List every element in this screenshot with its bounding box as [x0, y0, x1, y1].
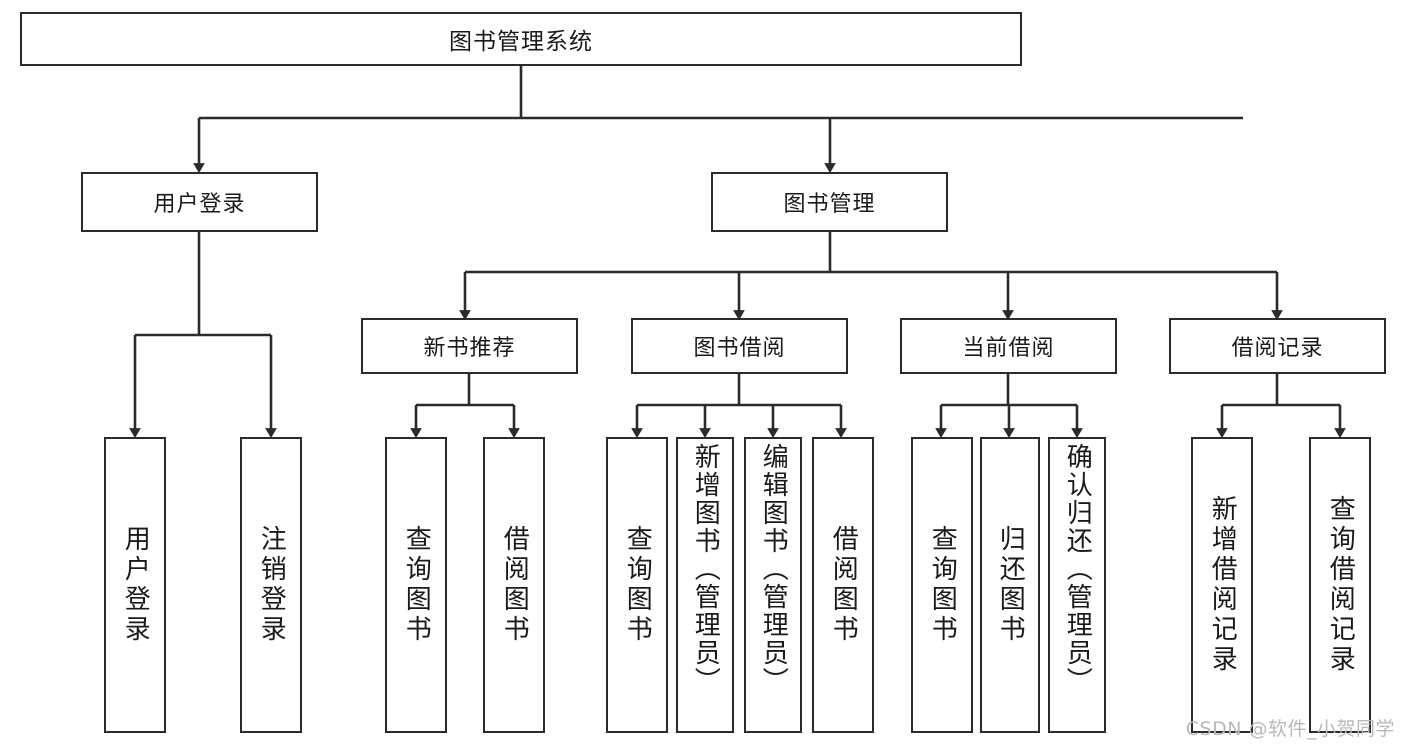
- node-new-book-rec-label: 新书推荐: [423, 336, 516, 361]
- node-current-borrow-label: 当前借阅: [962, 336, 1055, 361]
- node-borrow-record-label: 借阅记录: [1231, 336, 1324, 361]
- node-leaf-query-book-1-label: 查询图书: [401, 525, 432, 645]
- node-book-manage[interactable]: 图书管理: [711, 172, 948, 232]
- node-leaf-add-record-label: 新增借阅记录: [1207, 495, 1238, 675]
- node-book-manage-label: 图书管理: [783, 192, 876, 217]
- node-leaf-borrow-book-1-label: 借阅图书: [499, 525, 530, 645]
- node-leaf-query-record-label: 查询借阅记录: [1325, 495, 1356, 675]
- node-leaf-borrow-book-1[interactable]: 借阅图书: [483, 437, 545, 733]
- node-book-borrow[interactable]: 图书借阅: [631, 318, 848, 374]
- node-leaf-logout-label: 注销登录: [256, 525, 287, 645]
- node-leaf-return-book[interactable]: 归还图书: [980, 437, 1040, 733]
- node-leaf-user-login[interactable]: 用户登录: [104, 437, 166, 733]
- node-leaf-return-book-label: 归还图书: [995, 525, 1026, 645]
- node-leaf-query-book-2[interactable]: 查询图书: [606, 437, 668, 733]
- node-leaf-query-book-3[interactable]: 查询图书: [911, 437, 973, 733]
- node-leaf-confirm-return-admin-label: 确认归还（管理员）: [1062, 443, 1093, 695]
- node-user-login[interactable]: 用户登录: [81, 172, 318, 232]
- node-leaf-query-book-3-label: 查询图书: [927, 525, 958, 645]
- node-book-borrow-label: 图书借阅: [693, 336, 786, 361]
- node-leaf-add-book-admin[interactable]: 新增图书（管理员）: [676, 437, 734, 733]
- node-leaf-edit-book-admin-label: 编辑图书（管理员）: [758, 443, 789, 695]
- node-leaf-query-book-1[interactable]: 查询图书: [385, 437, 447, 733]
- node-leaf-user-login-label: 用户登录: [120, 525, 151, 645]
- node-leaf-add-record[interactable]: 新增借阅记录: [1191, 437, 1253, 733]
- node-leaf-logout[interactable]: 注销登录: [240, 437, 302, 733]
- node-new-book-rec[interactable]: 新书推荐: [361, 318, 578, 374]
- node-leaf-borrow-book-2[interactable]: 借阅图书: [812, 437, 874, 733]
- node-leaf-query-record[interactable]: 查询借阅记录: [1309, 437, 1371, 733]
- node-current-borrow[interactable]: 当前借阅: [900, 318, 1117, 374]
- node-leaf-edit-book-admin[interactable]: 编辑图书（管理员）: [744, 437, 802, 733]
- node-root-label: 图书管理系统: [449, 29, 593, 55]
- node-leaf-query-book-2-label: 查询图书: [622, 525, 653, 645]
- node-leaf-add-book-admin-label: 新增图书（管理员）: [690, 443, 721, 695]
- node-leaf-confirm-return-admin[interactable]: 确认归还（管理员）: [1048, 437, 1106, 733]
- node-user-login-label: 用户登录: [153, 192, 246, 217]
- node-root[interactable]: 图书管理系统: [20, 12, 1022, 66]
- node-borrow-record[interactable]: 借阅记录: [1169, 318, 1386, 374]
- node-leaf-borrow-book-2-label: 借阅图书: [828, 525, 859, 645]
- csdn-watermark: CSDN @软件_小贺同学: [1185, 718, 1395, 740]
